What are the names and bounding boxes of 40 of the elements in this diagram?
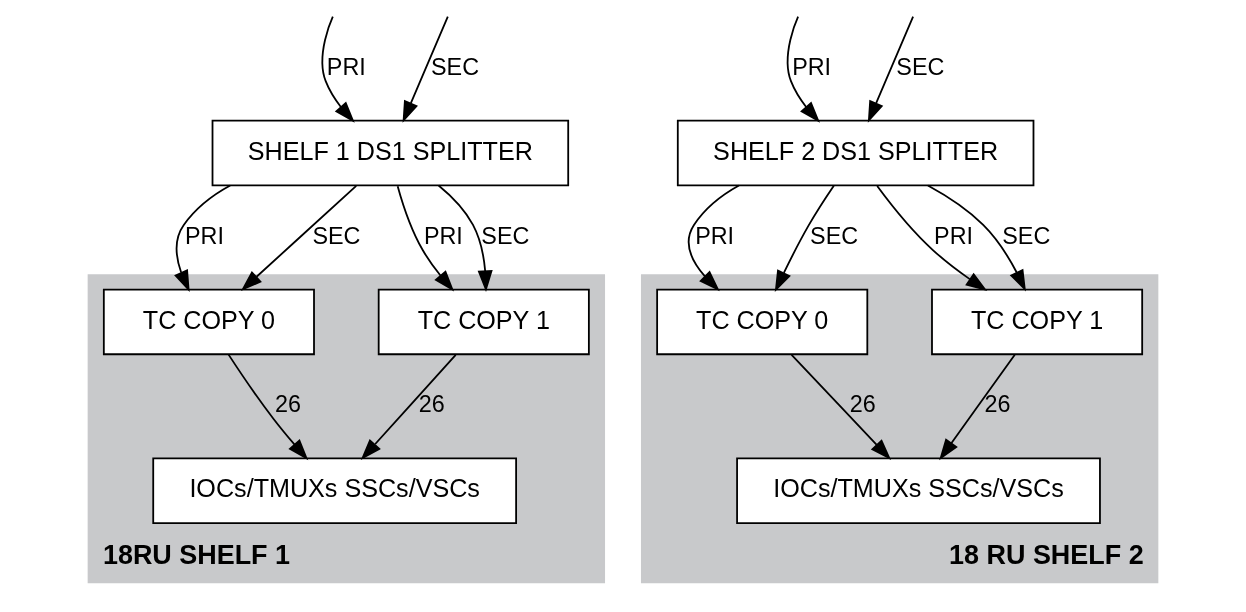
- edge-label: SEC: [810, 222, 859, 249]
- edge-label: SEC: [1002, 222, 1051, 249]
- edge-label: PRI: [695, 222, 735, 249]
- node-box: TC COPY 1: [377, 288, 590, 356]
- edge-label: 26: [274, 391, 301, 418]
- arrow: [437, 184, 493, 292]
- arrow: [402, 15, 449, 123]
- arrow: [876, 185, 988, 291]
- arrow: [360, 353, 457, 461]
- arrow: [927, 184, 1026, 292]
- edge-label: PRI: [184, 222, 224, 249]
- node-box: TC COPY 0: [102, 288, 315, 356]
- edge-label: PRI: [792, 53, 832, 80]
- edge-label: SEC: [481, 222, 530, 249]
- node-box: IOCs/TMUXs SSCs/VSCs: [736, 457, 1101, 524]
- arrow: [867, 15, 914, 123]
- node-box: SHELF 1 DS1 SPLITTER: [211, 119, 570, 187]
- arrow: [774, 184, 835, 293]
- arrow: [240, 185, 358, 291]
- arrow: [939, 353, 1016, 461]
- edge-label: 26: [418, 391, 445, 418]
- arrow: [790, 353, 892, 460]
- edge-label: PRI: [423, 222, 463, 249]
- edge-label: 26: [984, 391, 1011, 418]
- edge-label: PRI: [934, 222, 974, 249]
- node-box: IOCs/TMUXs SSCs/VSCs: [152, 457, 517, 524]
- arrow: [396, 185, 455, 292]
- arrow: [227, 353, 309, 461]
- arrow: [174, 184, 232, 292]
- arrow: [321, 15, 355, 123]
- arrow: [687, 184, 740, 292]
- edge-label: SEC: [431, 53, 480, 80]
- node-box: SHELF 2 DS1 SPLITTER: [676, 119, 1035, 187]
- arrow: [786, 15, 821, 123]
- edge-label: SEC: [312, 222, 361, 249]
- node-box: TC COPY 0: [656, 288, 869, 356]
- edge-label: PRI: [326, 53, 366, 80]
- node-box: TC COPY 1: [931, 288, 1144, 356]
- edge-label: SEC: [896, 53, 945, 80]
- edge-label: 26: [849, 391, 876, 418]
